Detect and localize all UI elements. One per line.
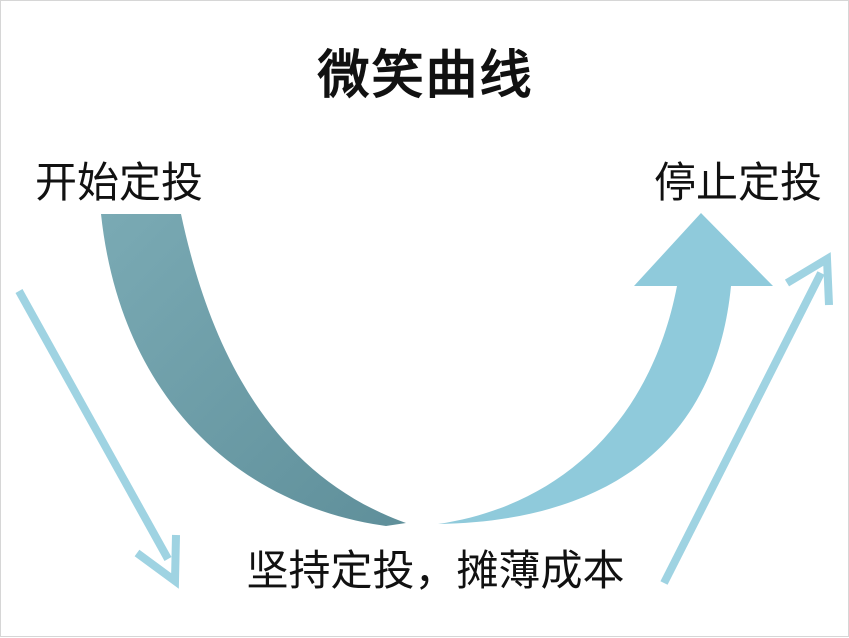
start-label: 开始定投 xyxy=(35,158,204,207)
right-thin-arrow xyxy=(660,252,833,585)
bottom-label: 坚持定投，摊薄成本 xyxy=(246,546,625,595)
diagram-title: 微笑曲线 xyxy=(317,46,534,106)
right-curve-arrow xyxy=(438,213,773,524)
left-curve-arrow xyxy=(101,214,406,526)
stop-label: 停止定投 xyxy=(653,158,822,207)
left-thin-arrow xyxy=(15,289,180,589)
